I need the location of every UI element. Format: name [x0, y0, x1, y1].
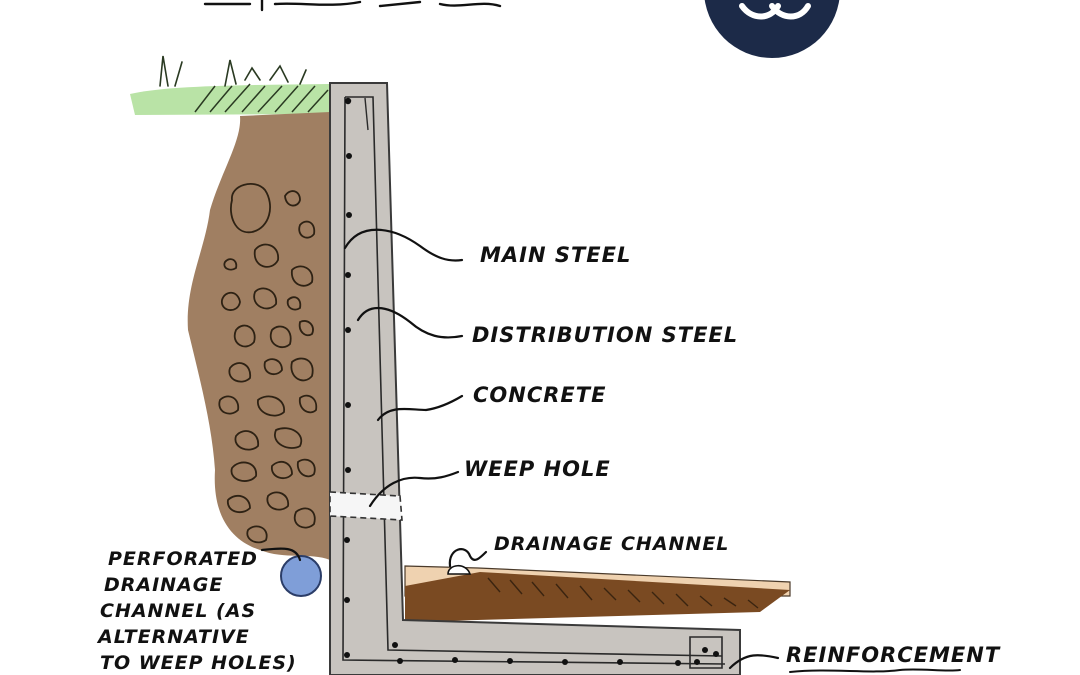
- label-perforated-line5: TO WEEP HOLES): [100, 652, 297, 674]
- grass-icon: [130, 55, 330, 115]
- label-perforated-drainage: PERFORATED DRAINAGE CHANNEL (AS ALTERNAT…: [96, 548, 297, 674]
- label-weep-hole: WEEP HOLE: [464, 457, 611, 481]
- drainage-channel-pipe: [447, 564, 472, 575]
- reinforcement-cage: [342, 96, 726, 665]
- label-distribution-steel: DISTRIBUTION STEEL: [472, 323, 738, 347]
- label-perforated-line4: ALTERNATIVE: [96, 626, 250, 648]
- label-perforated-line2: DRAINAGE: [104, 574, 223, 596]
- label-perforated-line3: CHANNEL (AS: [100, 600, 256, 622]
- rebar-dots: [344, 97, 719, 666]
- label-perforated-line1: PERFORATED: [108, 548, 258, 570]
- brand-logo-icon: [704, 0, 840, 58]
- label-main-steel: MAIN STEEL: [480, 243, 631, 267]
- concrete-wall: [329, 82, 741, 675]
- label-concrete: CONCRETE: [473, 383, 606, 407]
- leader-lines: [260, 228, 780, 670]
- gravel-stones: [218, 183, 318, 544]
- cropped-title-scribble: [203, 0, 502, 12]
- label-drainage-channel: DRAINAGE CHANNEL: [494, 533, 729, 555]
- weep-hole: [329, 491, 403, 521]
- drainage-pipe-icon: [280, 555, 322, 597]
- label-reinforcement: REINFORCEMENT: [786, 643, 1001, 667]
- earth-layer: [405, 572, 790, 622]
